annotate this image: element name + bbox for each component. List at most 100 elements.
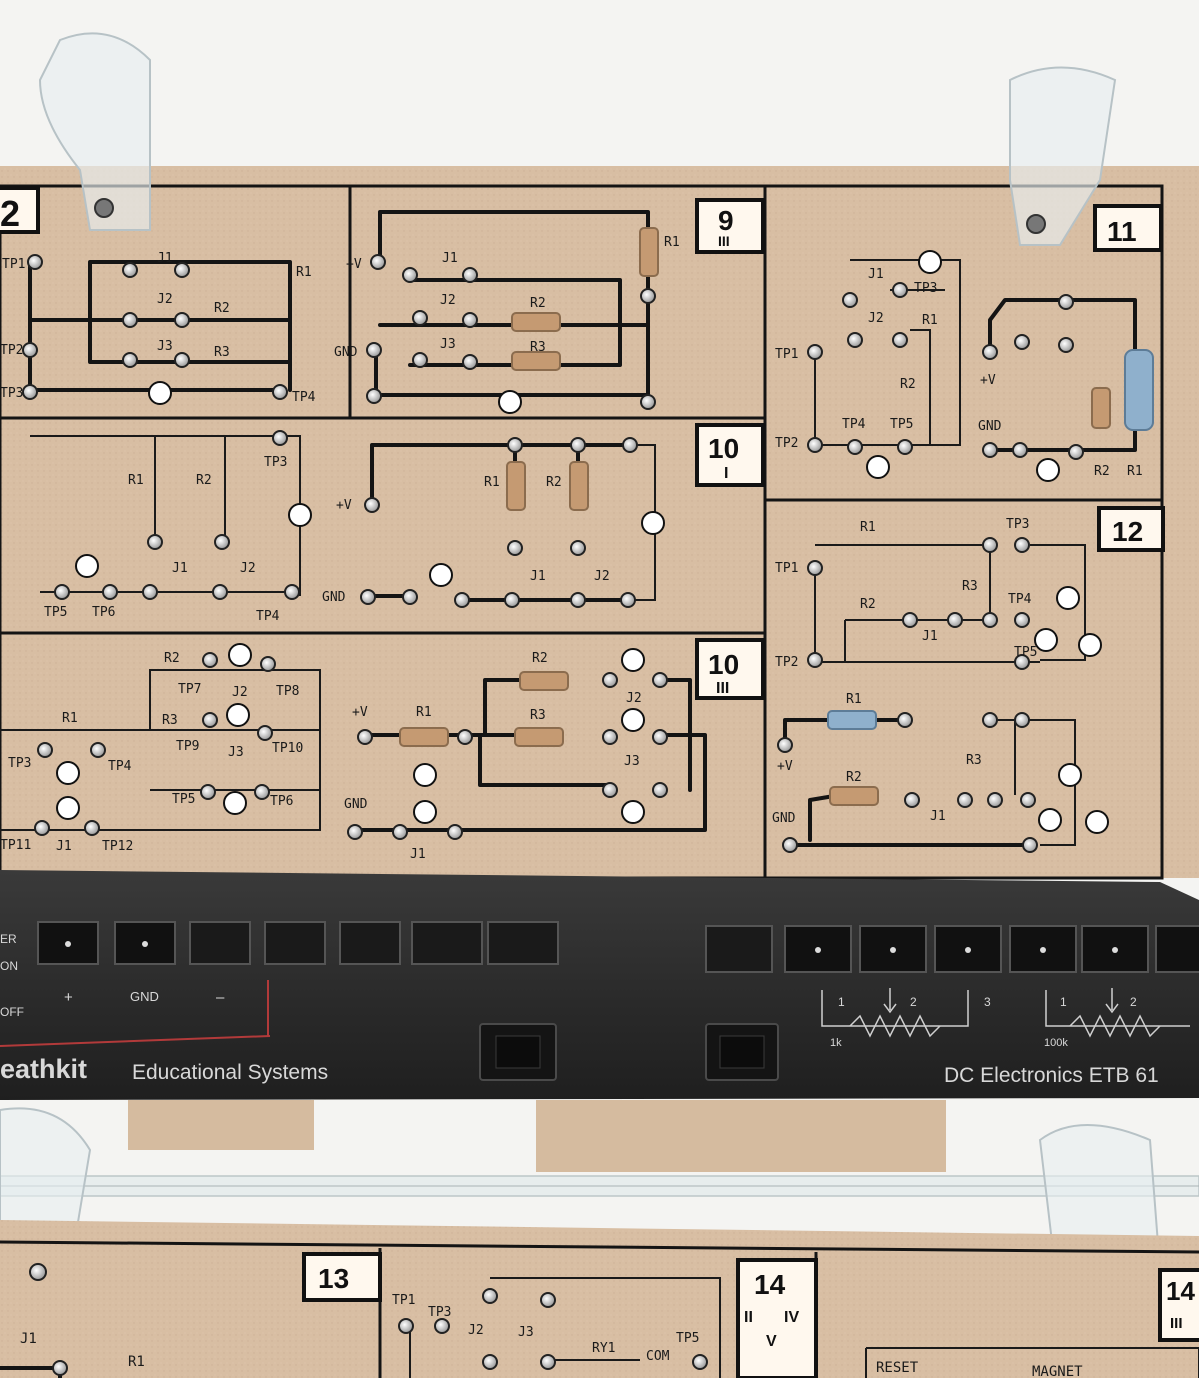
jack-blank[interactable] [411,921,483,965]
panel-left-label: ON [0,959,18,973]
label: GND [322,590,346,605]
label: J2 [468,1323,484,1338]
clear-clip-top-left [38,32,151,231]
label: TP3 [264,455,287,470]
pot1-pin: 2 [910,995,917,1009]
block-number-2: 2 [0,193,20,234]
pot1-value: 1k [830,1037,842,1049]
jack-plus[interactable] [37,921,99,965]
block-roman-14b: III [1170,1315,1183,1332]
label: R1 [664,235,680,250]
pot2-pin: 2 [1130,995,1137,1009]
circuit-block-10-I [30,423,765,602]
jack-blank[interactable] [487,921,559,965]
label: MAGNET [1032,1364,1083,1378]
label: R2 [1094,464,1110,479]
label: J3 [228,745,244,760]
jack-blank[interactable] [705,925,773,973]
label: R1 [128,473,144,488]
label: J2 [240,561,256,576]
label: R1 [416,705,432,720]
label: R3 [530,708,546,723]
label: J3 [518,1325,534,1340]
label: J1 [442,251,458,266]
label: J1 [930,809,946,824]
label: J1 [868,267,884,282]
label: R2 [164,651,180,666]
lower-circuit-board [0,1220,1199,1378]
label: J2 [626,691,642,706]
label: TP4 [1008,592,1032,607]
label: J3 [440,337,456,352]
brand-logo: eathkit [0,1054,87,1084]
solder-lugs [22,254,1084,853]
label: R2 [900,377,916,392]
block-roman-10a: I [724,465,728,482]
glass-rod [0,1175,1199,1197]
jack-blank[interactable] [264,921,326,965]
component-labels: TP1 TP2 TP3 TP4 J1 J2 J3 R1 R2 R3 R1 J1 … [0,235,1143,862]
jack-row-right [705,925,1199,973]
brand-subtitle: Educational Systems [132,1061,328,1084]
label: GND [334,345,358,360]
label: COM [646,1349,670,1364]
circuit-number-labels: 2 9 III 11 10 I 12 10 III [0,193,1143,697]
label: TP5 [676,1331,699,1346]
label: J1 [922,629,938,644]
label: J1 [410,847,426,862]
label: +V [346,257,362,272]
label: TP9 [176,739,199,754]
label: TP6 [270,794,293,809]
label: TP10 [272,741,303,756]
label: R2 [846,770,862,785]
label: R3 [966,753,982,768]
label: R3 [162,713,178,728]
label: TP3 [8,756,31,771]
panel-left-label: OFF [0,1005,24,1019]
label: TP11 [0,838,31,853]
label: R2 [532,651,548,666]
label: TP5 [172,792,195,807]
label: TP5 [890,417,913,432]
label: J1 [172,561,188,576]
jack[interactable] [1155,925,1199,973]
label: J2 [157,292,173,307]
panel-left-label: ER [0,932,17,946]
jack-blank[interactable] [339,921,401,965]
label: TP4 [842,417,866,432]
block-number-14b: 14 [1166,1276,1195,1306]
label: R3 [214,345,230,360]
pot1-pin: 3 [984,995,991,1009]
label: TP5 [1014,645,1037,660]
block-number-13: 13 [318,1263,349,1294]
label: GND [978,419,1002,434]
pot2-value: 100k [1044,1037,1068,1049]
label: TP2 [0,343,23,358]
potentiometer-100k-symbol [1045,988,1190,1038]
label: +V [336,498,352,513]
block-roman-14: II [744,1309,753,1326]
label: J3 [624,754,640,769]
label: J2 [440,293,456,308]
jack-label-gnd: GND [130,989,159,1004]
label: R3 [962,579,978,594]
panel-push-buttons [479,1023,779,1081]
label: TP3 [914,281,937,296]
circuit-block-10-III-right [353,638,765,832]
block-number-10c: 10 [708,649,739,680]
jack-label-plus: + [64,989,73,1006]
circuit-block-2 [0,186,292,405]
label: TP1 [775,347,798,362]
label: RESET [876,1360,919,1376]
label: GND [344,797,368,812]
label: J1 [56,839,72,854]
jack-minus[interactable] [189,921,251,965]
pot1-pin: 1 [838,995,845,1009]
label: R2 [860,597,876,612]
label: TP2 [775,436,798,451]
label: TP5 [44,605,67,620]
label: R2 [196,473,212,488]
label: TP1 [775,561,798,576]
label: R1 [484,475,500,490]
